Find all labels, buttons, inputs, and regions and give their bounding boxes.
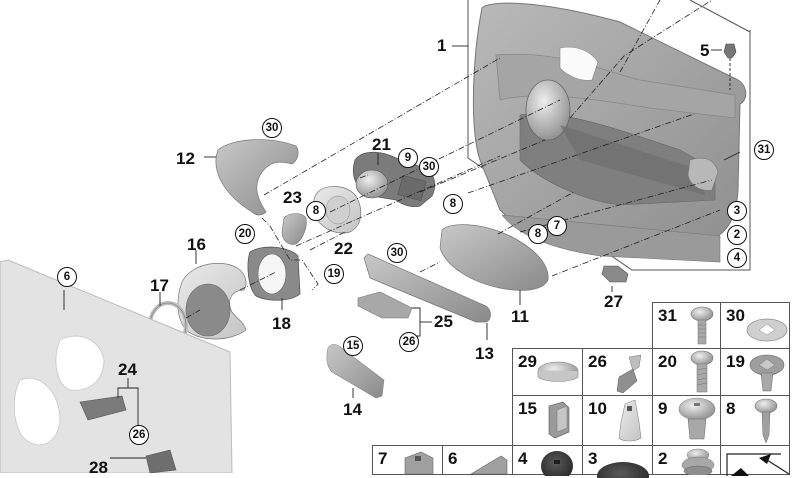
- callout-22: 22: [334, 239, 353, 258]
- callout-2: 2: [727, 225, 747, 245]
- fastener-cell-9: 9: [652, 395, 721, 446]
- callout-17: 17: [150, 276, 169, 295]
- callout-24: 24: [118, 360, 137, 379]
- orientation-arrow-icon: [726, 453, 789, 476]
- fastener-cell-19: 19: [720, 348, 790, 396]
- callout-31: 31: [754, 140, 774, 160]
- callout-26-door: 26: [129, 425, 149, 445]
- callout-28: 28: [89, 458, 108, 477]
- orientation-cell: [720, 445, 790, 476]
- callout-16: 16: [187, 235, 206, 254]
- fastener-cell-2: 2: [652, 445, 721, 475]
- fastener-cell-15: 15: [512, 395, 583, 446]
- expanding-rivet-icon: [678, 397, 716, 440]
- tapping-screw-icon: [754, 398, 778, 444]
- grommet-icon: [597, 462, 649, 478]
- fastener-cell-4: 4: [512, 445, 583, 476]
- fastener-cell-10: 10: [582, 395, 653, 446]
- callout-27: 27: [604, 292, 623, 311]
- callout-9: 9: [398, 148, 418, 168]
- callout-3: 3: [727, 201, 747, 221]
- plug-icon: [618, 399, 642, 442]
- nut-icon: [404, 451, 434, 475]
- callout-15: 15: [343, 336, 363, 356]
- callout-25: 25: [434, 312, 453, 331]
- fastener-cell-31: 31: [652, 302, 721, 349]
- expanding-rivet-icon: [749, 354, 785, 392]
- fastener-cell-20: 20: [652, 348, 721, 396]
- grommet-icon: [541, 451, 573, 476]
- callout-12: 12: [176, 149, 195, 168]
- callout-19: 19: [324, 264, 344, 284]
- fastener-cell-29: 29: [512, 348, 583, 396]
- callout-30-handle: 30: [262, 118, 282, 138]
- callout-8-armrest: 8: [528, 224, 548, 244]
- callout-30-mech: 30: [419, 157, 439, 177]
- callout-13: 13: [475, 344, 494, 363]
- fastener-cell-26: 26: [582, 348, 653, 396]
- fastener-cell-8: 8: [720, 395, 790, 446]
- callout-1: 1: [437, 36, 447, 55]
- callout-20: 20: [235, 224, 255, 244]
- callout-18: 18: [272, 314, 291, 333]
- screw-icon: [690, 350, 714, 393]
- screw-icon: [690, 306, 714, 345]
- callout-26-switch: 26: [399, 332, 419, 352]
- callout-8-panel: 8: [443, 194, 463, 214]
- speed-nut-icon: [746, 318, 788, 342]
- callout-23: 23: [283, 188, 302, 207]
- callout-11: 11: [511, 307, 529, 326]
- callout-14: 14: [343, 400, 362, 419]
- clip-icon: [616, 354, 642, 394]
- callout-21: 21: [372, 135, 391, 154]
- callout-30-strip: 30: [387, 243, 407, 263]
- fastener-cell-3: 3: [582, 445, 653, 478]
- fastener-cell-7: 7: [372, 445, 443, 475]
- callout-8-ring: 8: [306, 201, 326, 221]
- door-trim-panel: [467, 0, 751, 271]
- cap-icon: [537, 361, 579, 382]
- fastener-cell-30: 30: [720, 302, 790, 349]
- fastener-cell-6: 6: [442, 445, 513, 475]
- clip-icon: [548, 401, 570, 439]
- callout-7: 7: [547, 216, 567, 236]
- callout-5: 5: [700, 41, 710, 60]
- grommet-icon: [681, 448, 715, 475]
- callout-4: 4: [727, 248, 747, 268]
- clip-icon: [469, 455, 508, 475]
- callout-6: 6: [57, 267, 77, 287]
